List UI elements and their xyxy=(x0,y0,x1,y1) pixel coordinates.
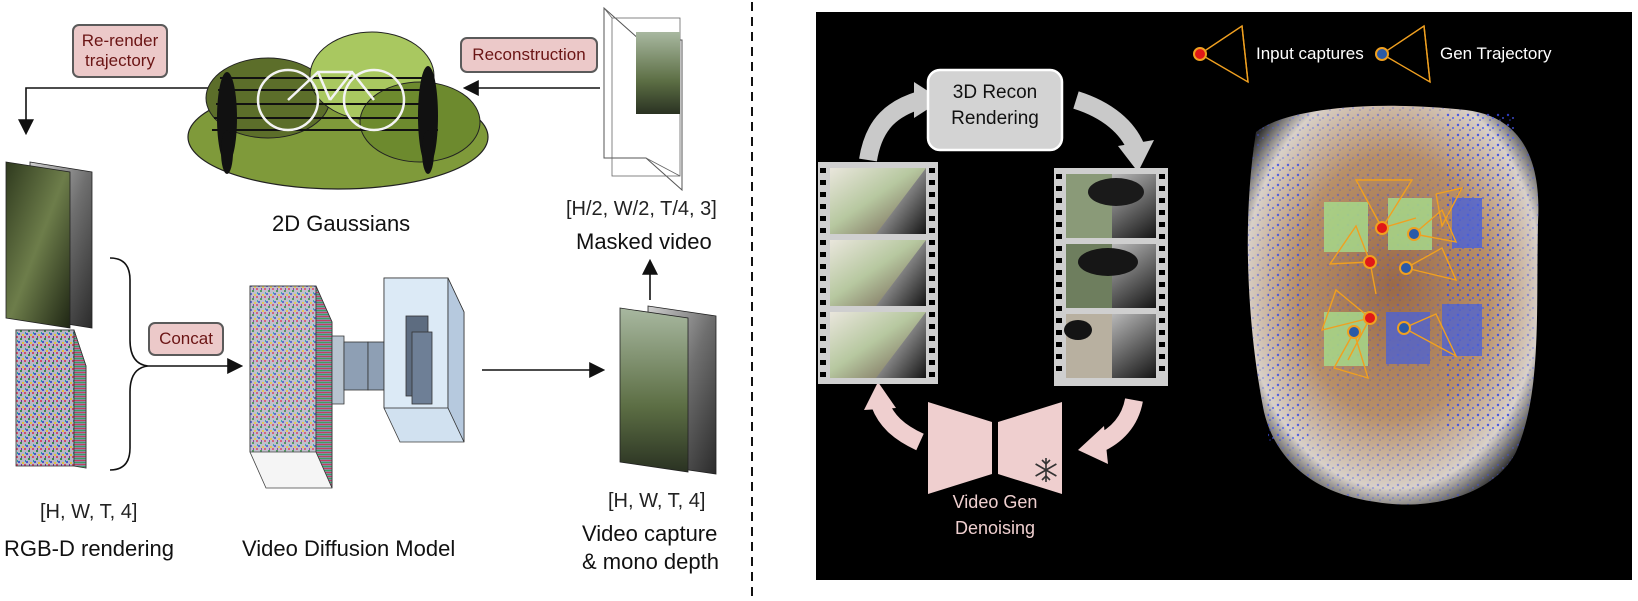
left-diagram xyxy=(5,2,753,598)
capture-dim: [H, W, T, 4] xyxy=(608,490,706,512)
rgbd-frames xyxy=(5,161,93,469)
video-capture-frames xyxy=(619,305,717,475)
point-cloud xyxy=(1247,105,1539,505)
rerender-pill: Re-render trajectory xyxy=(72,24,168,78)
recon-label-1: 3D Recon xyxy=(952,82,1038,103)
camera-dots xyxy=(1347,221,1421,339)
recon-box xyxy=(926,68,1064,152)
video-gen-denoiser xyxy=(928,402,1062,494)
recon-label-2: Rendering xyxy=(951,108,1039,129)
film-strip-left xyxy=(818,162,938,384)
masked-label: Masked video xyxy=(576,229,712,254)
right-diagram xyxy=(818,24,1539,505)
legend-gen-icon xyxy=(1375,24,1431,84)
camera-frusta xyxy=(1320,179,1464,380)
masked-dim: [H/2, W/2, T/4, 3] xyxy=(566,198,717,220)
snowflake-icon xyxy=(1035,458,1057,482)
capture-label-1: Video capture xyxy=(582,521,718,546)
rgbd-dim: [H, W, T, 4] xyxy=(40,501,138,523)
vgen-label-2: Denoising xyxy=(954,518,1036,538)
vgen-label-1: Video Gen xyxy=(952,492,1038,512)
legend-gen-label: Gen Trajectory xyxy=(1440,44,1552,63)
reconstruction-pill: Reconstruction xyxy=(460,37,598,73)
masked-video-volume xyxy=(603,6,683,192)
curve-arrow-left xyxy=(871,400,924,451)
legend-input-icon xyxy=(1193,24,1249,84)
concat-brace xyxy=(109,257,149,471)
film-strip-right xyxy=(1054,168,1168,386)
right-panel: 3D Recon Rendering Video Gen Denoising I… xyxy=(816,12,1632,580)
curve-arrow-up xyxy=(859,91,923,162)
vdm-label: Video Diffusion Model xyxy=(242,536,456,561)
capture-label-2: & mono depth xyxy=(582,549,719,574)
gaussians-label: 2D Gaussians xyxy=(272,211,411,236)
rerender-arrow xyxy=(18,87,210,136)
concat-pill: Concat xyxy=(148,322,224,356)
video-diffusion-model xyxy=(249,277,465,489)
curve-arrow-right xyxy=(1073,91,1145,152)
legend-input-label: Input captures xyxy=(1256,44,1364,63)
gaussians-illustration xyxy=(187,31,489,190)
rgbd-label: RGB-D rendering xyxy=(4,536,174,561)
